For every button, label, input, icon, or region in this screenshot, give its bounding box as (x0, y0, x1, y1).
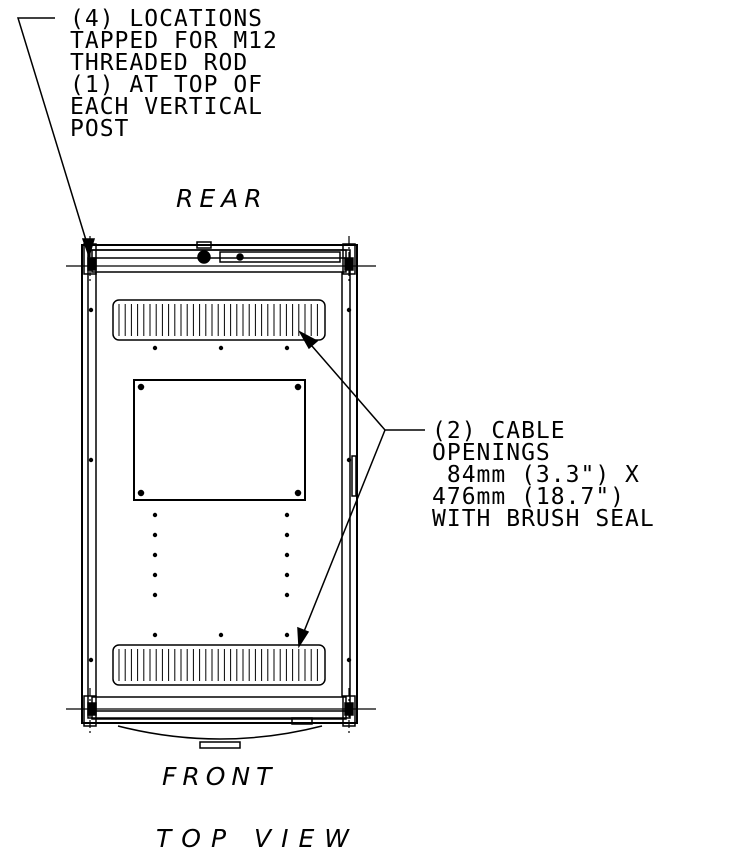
mounting-hole (346, 657, 352, 663)
view-title: TOP VIEW (156, 824, 359, 853)
mounting-hole (218, 632, 224, 638)
mounting-note-leader (18, 18, 94, 256)
note-line: EACH VERTICAL (70, 94, 264, 120)
note-line: (1) AT TOP OF (70, 72, 264, 98)
mounting-hole (152, 572, 158, 578)
mounting-holes-note: (4) LOCATIONS TAPPED FOR M12 THREADED RO… (70, 6, 278, 142)
rear-label: REAR (176, 184, 268, 213)
note-line: TAPPED FOR M12 (70, 28, 278, 54)
mounting-hole (152, 532, 158, 538)
corner-posts (84, 244, 355, 726)
mounting-hole (284, 512, 290, 518)
mounting-hole (284, 632, 290, 638)
mounting-hole (152, 345, 158, 351)
note-line: (4) LOCATIONS (70, 6, 264, 32)
note-line: 84mm (3.3") X (432, 462, 640, 488)
front-label: FRONT (162, 762, 278, 791)
mounting-hole (284, 345, 290, 351)
note-line: THREADED ROD (70, 50, 249, 76)
cable-openings-note: (2) CABLE OPENINGS 84mm (3.3") X 476mm (… (432, 418, 655, 532)
mounting-hole (284, 572, 290, 578)
mounting-hole (346, 307, 352, 313)
mounting-holes (88, 307, 352, 663)
note-line: WITH BRUSH SEAL (432, 506, 655, 532)
mounting-hole (284, 552, 290, 558)
mounting-hole (284, 592, 290, 598)
mounting-hole (152, 552, 158, 558)
mounting-hole (284, 532, 290, 538)
mounting-hole (152, 512, 158, 518)
mounting-hole (152, 632, 158, 638)
cabinet-frame (82, 245, 357, 723)
mounting-hole (88, 457, 94, 463)
cable-note-leader (298, 332, 425, 646)
note-line: OPENINGS (432, 440, 551, 466)
note-line: (2) CABLE (432, 418, 566, 444)
note-line: 476mm (18.7") (432, 484, 626, 510)
mounting-hole (152, 592, 158, 598)
access-panel (134, 380, 305, 500)
mounting-hole (218, 345, 224, 351)
cable-opening-front (113, 645, 325, 685)
top-hardware (197, 242, 340, 264)
cable-opening-rear (113, 300, 325, 340)
mounting-hole (88, 657, 94, 663)
front-door-swing (118, 718, 322, 748)
mounting-hole (88, 307, 94, 313)
note-line: POST (70, 116, 130, 142)
mounting-hole (346, 457, 352, 463)
